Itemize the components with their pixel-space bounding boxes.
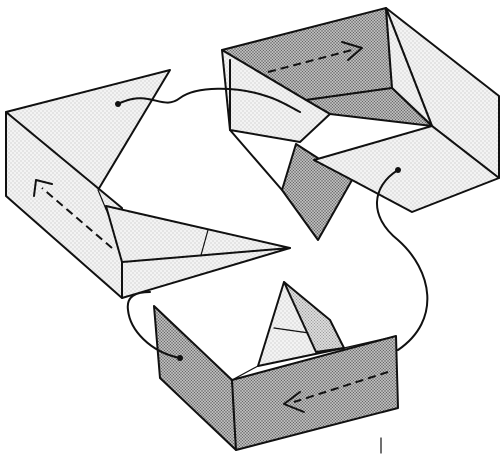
connector-bottom-to-left-start-dot [177, 355, 183, 361]
top-right-box-unit [222, 8, 499, 240]
connector-left-to-top-start-dot [115, 101, 121, 107]
bottom-box-unit [154, 282, 398, 450]
connector-top-to-bottom-start-dot [395, 167, 401, 173]
top-unit-wall-edge [230, 130, 282, 190]
bottom-unit-left-wall [154, 306, 236, 450]
